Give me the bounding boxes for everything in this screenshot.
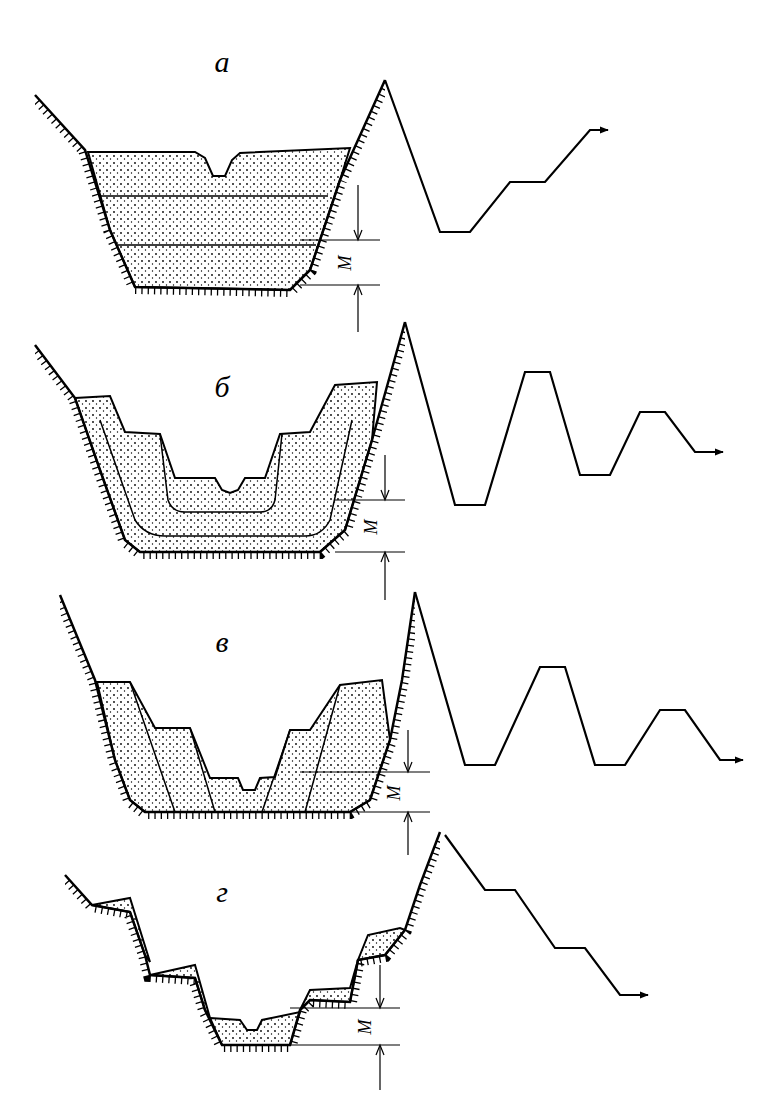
layer-boundary [100, 420, 352, 536]
dimension-line [300, 185, 380, 332]
bedrock-hatching [35, 322, 405, 552]
bedrock-outline [35, 322, 405, 552]
profile-line [405, 322, 723, 505]
thickness-mark: М [361, 519, 379, 536]
dimension-arrow [376, 998, 384, 1055]
panel-letter: а [215, 47, 230, 77]
dimension-arrow [381, 490, 389, 562]
layer-boundary [100, 196, 328, 245]
profile-line [385, 80, 608, 232]
thickness-mark: М [355, 1019, 373, 1036]
panel-c [60, 592, 743, 855]
panel-b [35, 322, 723, 600]
bedrock-outline [60, 592, 415, 812]
bedrock-outline [65, 832, 440, 1045]
sediment-fill [210, 1012, 300, 1045]
bedrock-hatching [65, 832, 440, 1045]
dimension-line [300, 730, 430, 855]
sediment-fill [97, 680, 390, 812]
panel-letter: б [214, 372, 229, 402]
thickness-mark: М [384, 785, 402, 802]
profile-line [445, 835, 648, 995]
bedrock-hatching [60, 592, 415, 812]
panel-a [35, 80, 608, 332]
dimension-line [335, 455, 405, 600]
dimension-line [290, 965, 400, 1090]
panel-letter: в [215, 627, 228, 657]
thickness-mark: М [335, 255, 353, 272]
bedrock-outline [35, 80, 385, 290]
dimension-arrow [354, 230, 362, 295]
panel-d [65, 832, 648, 1090]
profile-line [415, 592, 743, 765]
dimension-arrow [404, 762, 412, 822]
panel-letter: г [216, 877, 228, 907]
bedrock-hatching [35, 80, 385, 290]
sediment-fill [150, 965, 210, 1018]
layer-boundary [130, 682, 340, 812]
